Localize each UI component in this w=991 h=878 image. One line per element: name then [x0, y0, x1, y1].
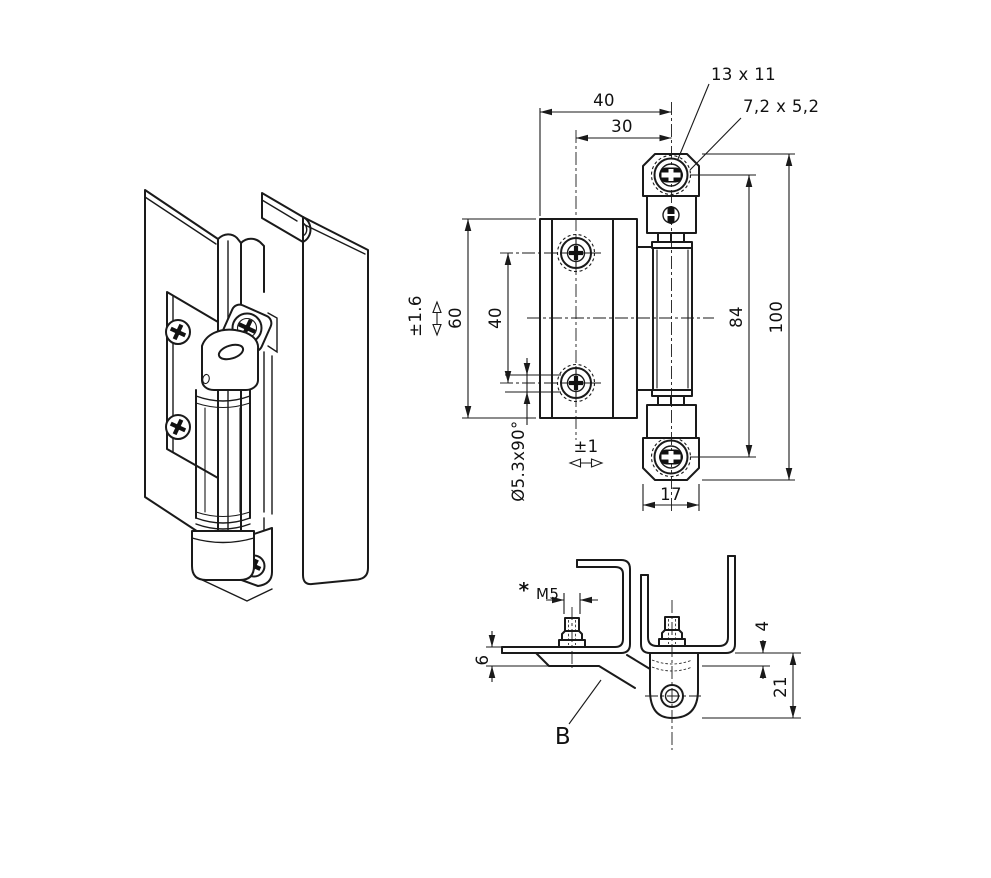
label-slot-outer: 13 x 11 [711, 65, 776, 84]
iso-leaf-screw-top [165, 319, 191, 345]
marker-note-asterisk: * [519, 578, 530, 602]
tol-vertical-label: ±1.6 [406, 295, 425, 337]
dim-top-offset-label: 30 [611, 117, 633, 136]
label-stud-thread: M5 [536, 585, 559, 603]
front-clamp-slot [662, 206, 680, 224]
dim-leaf-thickness-label: 4 [753, 621, 772, 632]
section-stud-left [558, 617, 586, 648]
iso-knuckle [201, 328, 260, 391]
dim-top-offset-30: 30 [576, 117, 672, 142]
dim-leaf-thickness-4: 4 [702, 621, 801, 679]
section-label-b: B [555, 679, 602, 750]
dim-leaf-height-label: 60 [446, 307, 465, 329]
section-stud-right [658, 616, 686, 647]
front-view: 40 30 13 x 11 7,2 x 5,2 60 40 ±1.6 [406, 65, 819, 512]
iso-frame-leaf-strip [263, 351, 273, 515]
dim-leaf-height-60: 60 [446, 218, 536, 419]
tol-vertical: ±1.6 [406, 295, 442, 337]
dim-knuckle-centers-label: 84 [727, 306, 746, 328]
dim-offset-total-label: 6 [473, 655, 492, 666]
dim-body-width-17: 17 [642, 484, 700, 511]
section-hinge-leaf-b [535, 652, 699, 719]
iso-bottom-collar [191, 530, 273, 602]
front-hinge-body [642, 153, 700, 481]
front-bottom-boss [650, 436, 692, 478]
dim-depth-21: 21 [702, 653, 801, 719]
leader-slot-outer: 13 x 11 [677, 65, 776, 160]
dim-top-width-label: 40 [593, 91, 615, 110]
label-slot-inner: 7,2 x 5,2 [743, 97, 819, 116]
iso-leaf-screw-bottom [165, 414, 191, 440]
leader-slot-inner: 7,2 x 5,2 [689, 97, 819, 171]
dim-body-width-label: 17 [660, 485, 682, 504]
section-frame-profile [640, 555, 736, 654]
tol-horizontal: ±1 [568, 437, 604, 468]
iso-barrel [195, 389, 251, 530]
front-screw-top [556, 233, 596, 273]
dim-stud-thread-m5: M5 * [519, 578, 598, 614]
isometric-view [144, 189, 369, 602]
dim-top-width-40: 40 [539, 91, 672, 216]
dim-countersink: Ø5.3x90° [505, 358, 561, 502]
dim-depth-label: 21 [771, 676, 790, 698]
label-countersink: Ø5.3x90° [509, 420, 528, 501]
label-view-b: B [555, 724, 571, 750]
front-top-boss [650, 154, 692, 196]
dim-overall-height-100: 100 [702, 153, 795, 481]
dim-knuckle-centers-84: 84 [690, 174, 756, 458]
tol-horizontal-label: ±1 [573, 437, 598, 456]
dim-overall-height-label: 100 [767, 301, 786, 334]
iso-frame-profile [261, 192, 369, 586]
dim-offset-total-6: 6 [473, 631, 548, 682]
dim-hole-spacing-40: 40 [486, 253, 512, 383]
front-screw-bottom [556, 363, 596, 403]
dim-hole-spacing-label: 40 [486, 307, 505, 329]
front-leaf-plate [539, 218, 653, 419]
section-view-b: M5 * 6 4 21 B [473, 555, 801, 750]
section-centerlines [571, 600, 701, 750]
section-door-profile [501, 559, 631, 654]
